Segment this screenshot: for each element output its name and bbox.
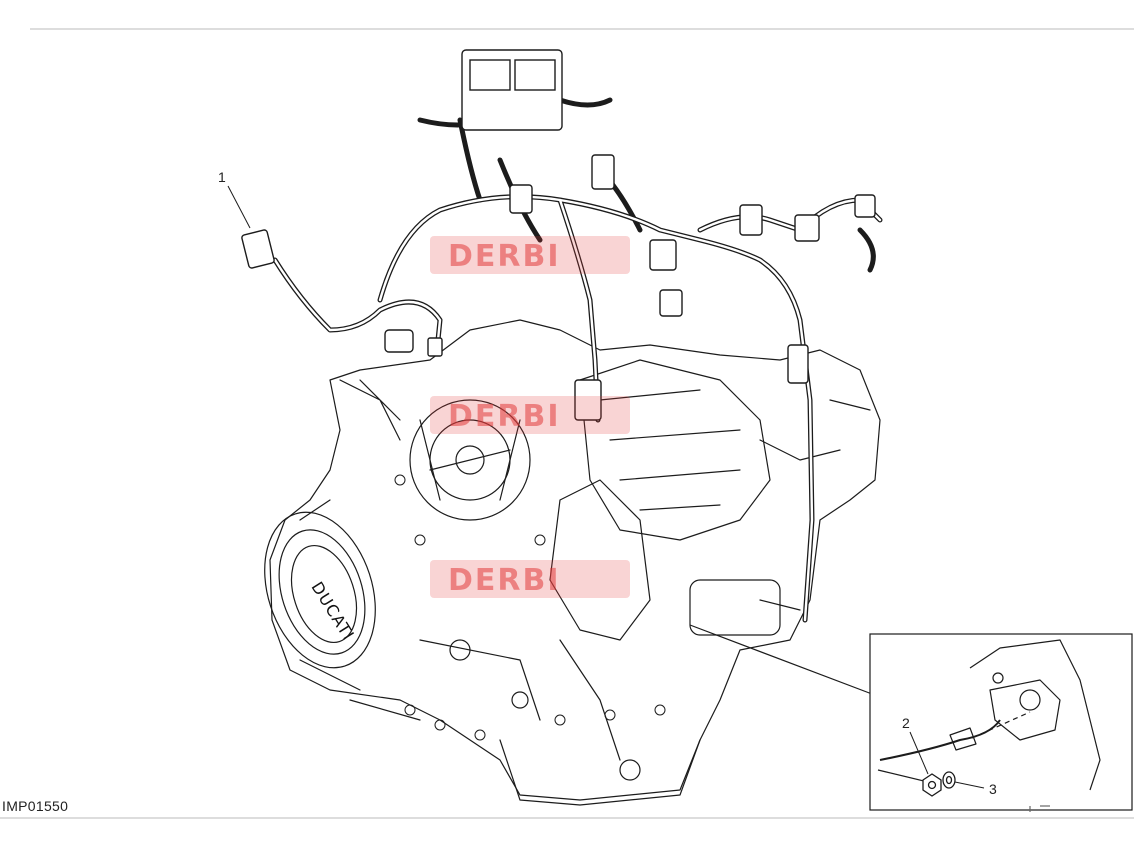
alternator-cover [409,399,531,521]
watermark-middle: DERBI [448,399,561,434]
connector-1 [241,229,275,269]
watermark-top: DERBI [448,239,561,274]
callout-number-2: 2 [902,715,910,731]
detail-inset: 2 3 [869,633,1133,811]
engine-illustration: DUCATI [264,319,881,806]
clutch-cover: DUCATI [264,511,376,669]
nut-2 [922,773,942,797]
rear-cylinder-head [579,359,771,541]
starter-motor [689,579,781,636]
watermark-bottom: DERBI [448,563,561,598]
corner-marks [1029,805,1050,812]
watermarks: DERBI DERBI DERBI [430,236,630,598]
front-cylinder-head [549,479,651,641]
detail-leader-line [689,624,873,695]
drawing-code-label: IMP01550 [2,798,69,814]
callout-number-3: 3 [989,781,997,797]
oil-sump [499,739,701,806]
washer-3 [942,771,956,789]
callout-number-1: 1 [218,169,226,185]
callout-1: 1 [218,169,251,229]
harness-connectors [241,49,876,421]
